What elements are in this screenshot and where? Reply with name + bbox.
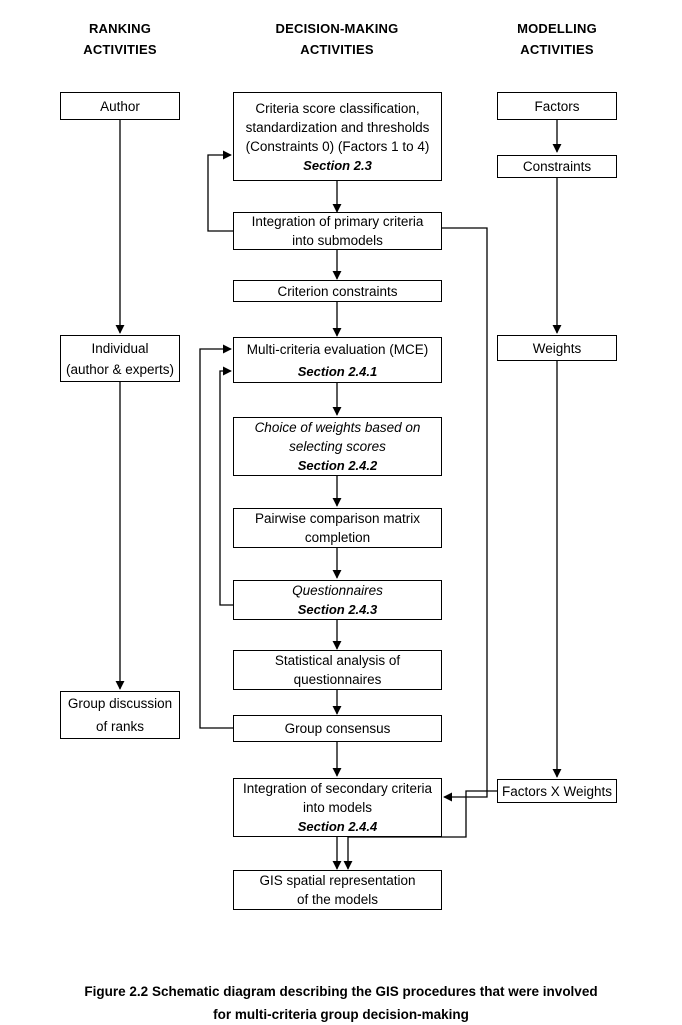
node-multi-criteria-evaluation[interactable]: Multi-criteria evaluation (MCE) Section …: [233, 337, 442, 383]
node-group-discussion-of-ranks[interactable]: Group discussion of ranks: [60, 691, 180, 739]
node-choice-weights-section: Section 2.4.2: [297, 458, 378, 473]
edge-group-consensus-feedback-to-mce: [199, 344, 233, 729]
node-author-line-1: Author: [100, 98, 140, 114]
node-criteria-score-line-2: standardization and thresholds: [245, 119, 430, 135]
node-factors-line-1: Factors: [534, 98, 580, 114]
node-integration-secondary-line-2: into models: [302, 800, 373, 815]
node-statistical-line-2: questionnaires: [293, 672, 382, 687]
node-individual-line-1: Individual: [91, 340, 149, 356]
node-group-consensus-line-1: Group consensus: [284, 721, 391, 736]
node-criteria-score-line-3: (Constraints 0) (Factors 1 to 4): [245, 138, 430, 154]
node-group-discussion-line-2: of ranks: [95, 719, 145, 734]
node-factors-x-weights-line-1: Factors X Weights: [501, 783, 613, 799]
node-pairwise-line-2: completion: [304, 530, 371, 545]
node-factors[interactable]: Factors: [497, 92, 617, 120]
node-questionnaires-section: Section 2.4.3: [297, 602, 378, 617]
node-constraints-line-1: Constraints: [522, 159, 592, 174]
node-choice-of-weights[interactable]: Choice of weights based on selecting sco…: [233, 417, 442, 476]
node-pairwise-comparison-matrix[interactable]: Pairwise comparison matrix completion: [233, 508, 442, 548]
column-heading-decision-making-line2: ACTIVITIES: [300, 42, 374, 57]
figure-caption: Figure 2.2 Schematic diagram describing …: [0, 980, 682, 1025]
node-group-consensus[interactable]: Group consensus: [233, 715, 442, 742]
node-criterion-constraints-line-1: Criterion constraints: [277, 283, 398, 299]
node-pairwise-line-1: Pairwise comparison matrix: [254, 511, 421, 526]
node-statistical-line-1: Statistical analysis of: [274, 653, 401, 668]
node-constraints[interactable]: Constraints: [497, 155, 617, 178]
column-heading-modelling-line2: ACTIVITIES: [520, 42, 594, 57]
node-questionnaires-line-1: Questionnaires: [292, 583, 383, 598]
figure-caption-line-1: Figure 2.2 Schematic diagram describing …: [84, 984, 598, 999]
column-heading-ranking-line1: RANKING: [88, 21, 152, 36]
column-heading-modelling: MODELLING ACTIVITIES: [477, 18, 637, 60]
node-criterion-constraints[interactable]: Criterion constraints: [233, 280, 442, 302]
node-mce-line-1: Multi-criteria evaluation (MCE): [246, 341, 429, 357]
node-statistical-analysis[interactable]: Statistical analysis of questionnaires: [233, 650, 442, 690]
node-individual-line-2: (author & experts): [65, 361, 175, 377]
node-mce-section: Section 2.4.1: [297, 363, 378, 379]
edge-integration-primary-to-integration-secondary: [442, 227, 488, 802]
column-heading-decision-making-line1: DECISION-MAKING: [275, 21, 399, 36]
node-individual[interactable]: Individual (author & experts): [60, 335, 180, 382]
node-author[interactable]: Author: [60, 92, 180, 120]
edge-integration-primary-feedback-to-criteria: [207, 150, 233, 232]
node-group-discussion-line-1: Group discussion: [67, 696, 173, 711]
edge-factors-x-weights-to-gis: [343, 790, 497, 870]
node-weights-line-1: Weights: [532, 340, 582, 356]
node-weights[interactable]: Weights: [497, 335, 617, 361]
node-integration-primary-line-1: Integration of primary criteria: [251, 214, 424, 229]
column-heading-ranking-line2: ACTIVITIES: [83, 42, 157, 57]
node-integration-of-secondary-criteria[interactable]: Integration of secondary criteria into m…: [233, 778, 442, 837]
node-integration-of-primary-criteria[interactable]: Integration of primary criteria into sub…: [233, 212, 442, 250]
node-choice-weights-line-2: selecting scores: [289, 439, 386, 454]
node-criteria-score-line-1: Criteria score classification,: [255, 100, 420, 116]
column-heading-modelling-line1: MODELLING: [517, 21, 597, 36]
node-gis-line-1: GIS spatial representation: [259, 873, 416, 888]
node-integration-secondary-section: Section 2.4.4: [297, 819, 378, 834]
column-heading-decision-making: DECISION-MAKING ACTIVITIES: [257, 18, 417, 60]
figure-caption-line-2: for multi-criteria group decision-making: [213, 1007, 469, 1022]
node-criteria-score-section: Section 2.3: [303, 157, 372, 173]
column-heading-ranking: RANKING ACTIVITIES: [40, 18, 200, 60]
node-choice-weights-line-1: Choice of weights based on: [254, 420, 421, 435]
node-criteria-score-classification[interactable]: Criteria score classification, standardi…: [233, 92, 442, 181]
node-questionnaires[interactable]: Questionnaires Section 2.4.3: [233, 580, 442, 620]
edge-questionnaires-feedback-to-mce: [219, 366, 233, 606]
node-gis-spatial-representation[interactable]: GIS spatial representation of the models: [233, 870, 442, 910]
node-integration-primary-line-2: into submodels: [292, 233, 383, 248]
node-factors-x-weights[interactable]: Factors X Weights: [497, 779, 617, 803]
node-integration-secondary-line-1: Integration of secondary criteria: [242, 781, 433, 796]
node-gis-line-2: of the models: [296, 892, 379, 907]
